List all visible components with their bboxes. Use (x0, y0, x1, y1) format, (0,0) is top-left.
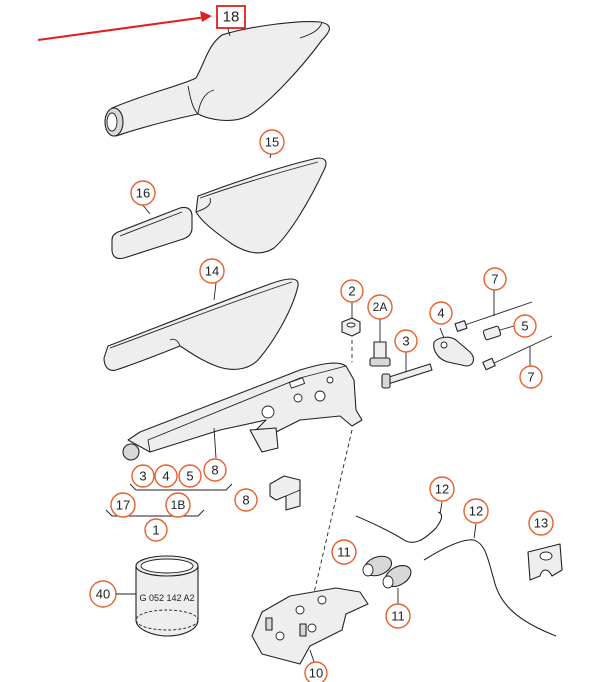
bracket-3-4-5 (129, 483, 233, 491)
part-4-lever (433, 327, 475, 367)
callout-18: 18 (216, 5, 246, 29)
part-7-cable-lower (482, 335, 553, 371)
callout-3: 3 (394, 329, 418, 353)
part-11-plug-lower (382, 564, 412, 604)
part-2a-bolt (369, 318, 391, 367)
callout-11-lower: 11 (385, 603, 411, 629)
svg-text:12: 12 (435, 482, 449, 497)
highlight-arrow (37, 11, 212, 41)
callout-2a: 2A (367, 294, 393, 320)
callout-1b: 1B (165, 492, 191, 518)
svg-text:11: 11 (337, 545, 351, 560)
callout-8-upper: 8 (203, 458, 227, 482)
part-8-clip (269, 475, 301, 511)
callout-4-group: 4 (154, 464, 178, 488)
svg-text:4: 4 (437, 306, 444, 321)
svg-text:8: 8 (242, 493, 249, 508)
svg-text:2: 2 (348, 284, 355, 299)
svg-text:10: 10 (309, 666, 323, 681)
callout-7-lower: 7 (519, 365, 543, 389)
svg-text:15: 15 (265, 135, 279, 150)
svg-text:5: 5 (186, 469, 193, 484)
callout-8-lower: 8 (234, 488, 258, 512)
svg-text:5: 5 (521, 319, 528, 334)
callout-2: 2 (340, 279, 364, 303)
svg-text:11: 11 (391, 609, 405, 624)
svg-text:17: 17 (116, 498, 130, 513)
callout-16: 16 (130, 180, 156, 206)
callout-12-left: 12 (429, 476, 455, 502)
part-14-lower-cover (103, 278, 299, 371)
part-13-clamp (527, 543, 563, 581)
svg-text:7: 7 (527, 370, 534, 385)
callout-11-upper: 11 (331, 539, 357, 565)
svg-text:3: 3 (139, 469, 146, 484)
part-5-adjuster (482, 325, 515, 341)
callout-13: 13 (528, 510, 554, 536)
callout-40: 40 (89, 580, 117, 608)
callout-12-right: 12 (463, 498, 489, 524)
svg-text:4: 4 (162, 469, 169, 484)
svg-text:7: 7 (491, 272, 498, 287)
svg-text:1: 1 (152, 523, 159, 538)
part-2-nut (341, 302, 361, 337)
callout-1: 1 (144, 518, 168, 542)
callout-14: 14 (199, 258, 225, 284)
svg-text:8: 8 (211, 463, 218, 478)
svg-text:18: 18 (223, 9, 240, 26)
svg-text:2A: 2A (373, 300, 388, 314)
part-40-sleeve (135, 555, 199, 637)
part-7-cable-upper (454, 290, 533, 332)
part-18-handle-grip (104, 21, 330, 137)
callout-3-group: 3 (131, 464, 155, 488)
part-15-upper-cover (195, 149, 327, 254)
callout-4: 4 (429, 301, 453, 325)
svg-text:40: 40 (96, 587, 110, 602)
svg-text:3: 3 (402, 334, 409, 349)
callout-17: 17 (110, 492, 136, 518)
bracket-17-1b (105, 509, 205, 517)
part-lever-assembly (122, 362, 363, 461)
part-12-cable-guide-left (355, 501, 443, 543)
callout-7-upper: 7 (483, 267, 507, 291)
callout-5-group: 5 (178, 464, 202, 488)
guide-line-vertical (309, 429, 353, 611)
svg-text:16: 16 (136, 186, 150, 201)
part-10-base-bracket (251, 587, 369, 665)
part-3-pin (381, 352, 433, 389)
part-11-plug-upper (362, 555, 393, 577)
part-12-cable-guide-right (423, 523, 557, 637)
callout-5: 5 (513, 314, 537, 338)
part-16-pad (111, 203, 193, 260)
svg-text:G 052 142 A2: G 052 142 A2 (139, 593, 194, 603)
callout-15: 15 (259, 129, 285, 155)
svg-text:14: 14 (205, 264, 219, 279)
svg-text:1B: 1B (171, 498, 186, 512)
sleeve-part-number: G 052 142 A2 (139, 593, 194, 603)
svg-text:13: 13 (534, 516, 548, 531)
callout-10: 10 (304, 661, 328, 682)
svg-text:12: 12 (469, 504, 483, 519)
